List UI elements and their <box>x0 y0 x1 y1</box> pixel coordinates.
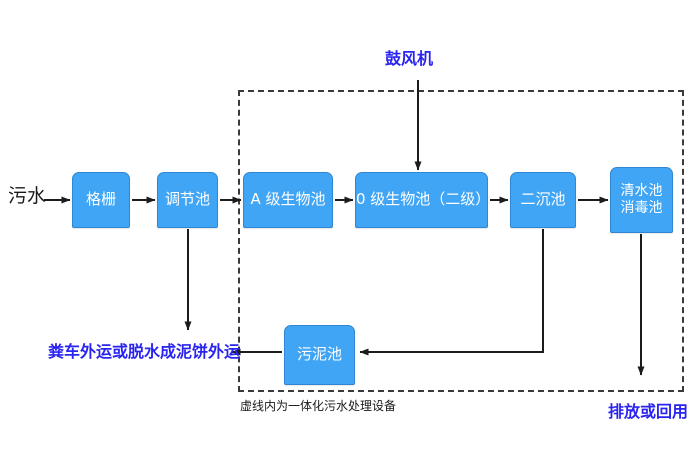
label-influent-sewage: 污水 <box>8 185 47 207</box>
node-regulating-tank[interactable]: 调节池 <box>157 172 218 228</box>
node-grid[interactable]: 格栅 <box>72 172 130 228</box>
label-discharge-or-reuse: 排放或回用 <box>608 402 689 421</box>
node-a-stage-biological-pool[interactable]: A 级生物池 <box>243 172 333 228</box>
label-sludge-disposal: 粪车外运或脱水成泥饼外运 <box>48 342 241 361</box>
node-clearwater-disinfection-tank[interactable]: 清水池 消毒池 <box>610 167 673 233</box>
node-o-stage-biological-pool[interactable]: 0 级生物池（二级） <box>355 172 490 228</box>
label-blower: 鼓风机 <box>385 49 434 68</box>
label-enclosure-caption: 虚线内为一体化污水处理设备 <box>240 399 397 413</box>
node-sludge-tank[interactable]: 污泥池 <box>284 325 355 385</box>
node-secondary-settling-tank[interactable]: 二沉池 <box>510 172 576 228</box>
arrow-settler-to-sludge-pool <box>359 229 544 356</box>
